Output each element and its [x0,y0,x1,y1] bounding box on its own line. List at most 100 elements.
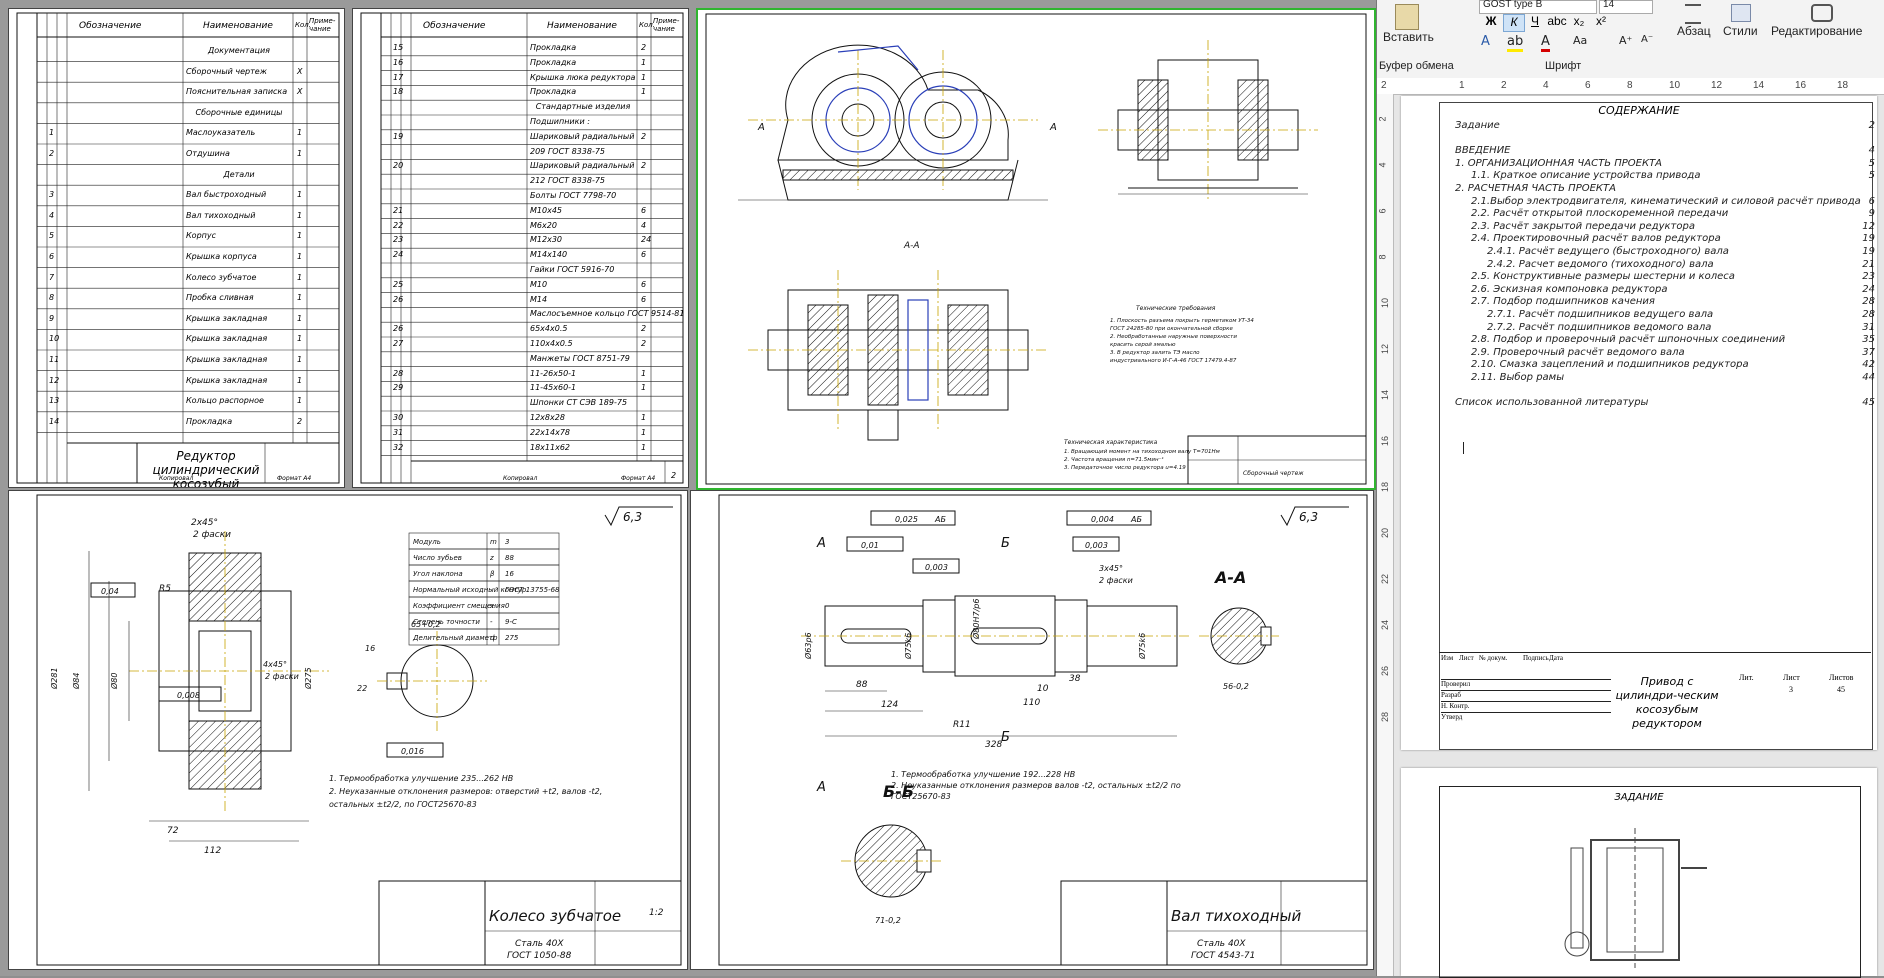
row-name: 65х4х0.5 [530,324,568,334]
table-row: Болты ГОСТ 7798-70 [353,189,688,204]
toc-entry[interactable] [1455,133,1875,146]
toc-entry[interactable] [1455,384,1875,397]
toc-entry[interactable]: 2.2. Расчёт открытой плоскоременной пере… [1455,208,1875,221]
shaft-dim-l5: 38 [1069,674,1081,684]
row-position: 26 [393,324,404,334]
paragraph-button[interactable]: Абзац [1671,4,1717,56]
row-name: 22х14х78 [530,427,571,437]
format-button[interactable]: x₂ [1573,14,1585,28]
toc-entry[interactable]: 2.4.1. Расчёт ведущего (быстроходного) в… [1455,246,1875,259]
ruler-mark: 8 [1627,80,1633,91]
document-page-2[interactable]: ЗАДАНИЕ [1401,768,1877,978]
toc-entry-text: 2.7. Подбор подшипников качения [1471,296,1655,308]
gear-sheet[interactable]: 72 112 2x45° 2 фаски R5 0,04 0,008 Ø281 … [8,490,688,970]
paragraph-label: Абзац [1677,24,1711,38]
format-button[interactable]: Ч [1531,14,1539,28]
toc-entry[interactable]: 1.1. Краткое описание устройства привода… [1455,170,1875,183]
gear-dim-w1: 72 [167,826,179,836]
toc-entry[interactable]: 2. РАСЧЕТНАЯ ЧАСТЬ ПРОЕКТА [1455,183,1875,196]
row-position: 28 [393,368,404,378]
editing-button[interactable]: Редактирование [1765,4,1877,56]
spec-sheet-2[interactable]: Обозначение Наименование Кол. Приме-чани… [352,8,689,488]
row-name: 11-45х60-1 [530,383,577,393]
row-name: Детали [223,169,255,179]
stamp-row-label: Проверил [1441,679,1611,688]
shaft-mark-b-bottom: Б [1001,730,1010,745]
format-button[interactable]: Ж [1485,14,1497,28]
vruler-mark: 28 [1380,711,1391,723]
toc-entry[interactable]: 2.4.2. Расчет ведомого (тихоходного) вал… [1455,259,1875,272]
shaft-dim-d3: Ø80Н7/р6 [971,599,981,640]
row-qty: 1 [641,57,647,67]
font-name-box[interactable]: GOST type B [1479,0,1597,14]
toc-entry[interactable]: 2.5. Конструктивные размеры шестерни и к… [1455,271,1875,284]
toc-entry[interactable]: 2.8. Подбор и проверочный расчёт шпоночн… [1455,334,1875,347]
toc-entry[interactable]: 2.10. Смазка зацеплений и подшипников ре… [1455,359,1875,372]
row-position: 15 [393,43,404,52]
toc-entry[interactable]: 2.4. Проектировочный расчёт валов редукт… [1455,233,1875,246]
shaft-roughness: 6,3 [1299,510,1318,524]
toc-entry-page: 21 [1862,258,1875,270]
row-qty: 1 [641,383,647,393]
shrink-font-icon[interactable]: A⁻ [1641,34,1654,45]
gear-material: Сталь 40Х [515,939,564,949]
format-button[interactable]: abc [1547,14,1567,28]
font-color-icon[interactable]: A [1541,34,1550,52]
param-value: ГОСТ 13755-68 [505,586,560,594]
format-button[interactable]: x² [1596,14,1606,28]
tech-req-line: 1. Плоскость разъема покрыть герметиком … [1110,318,1254,324]
table-row: Стандартные изделия [353,100,688,115]
row-qty: 1 [641,427,647,437]
highlight-icon[interactable]: ab [1507,34,1524,52]
font-size-box[interactable]: 14 [1599,0,1653,14]
toc-entry-page: 5 [1868,157,1875,169]
paste-button[interactable]: Вставить [1383,4,1434,52]
spec2-footer-left: Копировал [503,475,538,482]
shaft-sheet[interactable]: 88 124 328 110 38 10 R11 Ø63р6 Ø75k6 Ø80… [690,490,1374,970]
cad-workspace[interactable]: Обозначение Наименование Кол. Приме-чани… [0,0,1376,976]
row-name: Крышка люка редуктора [530,72,636,82]
row-name: Сборочные единицы [195,107,283,117]
styles-button[interactable]: Стили [1721,4,1761,56]
spec-sheet-1[interactable]: Обозначение Наименование Кол. Приме-чани… [8,8,345,488]
row-position: 1 [49,128,55,138]
gear-note-line: остальных ±t2/2, по ГОСТ25670-83 [329,800,477,809]
paragraph-icon [1685,4,1701,24]
shaft-material: Сталь 40Х [1197,939,1246,949]
vruler-mark: 10 [1380,297,1391,309]
grow-font-icon[interactable]: A⁺ [1619,34,1633,47]
font-name-value: GOST type B [1483,0,1543,10]
shaft-dim-l1: 88 [856,680,868,690]
row-qty: 1 [297,252,303,261]
text-effects-icon[interactable]: A [1481,34,1490,49]
gear-note-line: 1. Термообработка улучшение 235...262 НВ [329,774,513,783]
toc-entry-page: 19 [1862,245,1875,257]
toc-entry[interactable]: 2.1.Выбор электродвигателя, кинематическ… [1455,196,1875,209]
assembly-sheet[interactable]: А-А А А [696,8,1376,490]
stamp-row-label: Утверд [1441,712,1611,721]
gear-drawing: 72 112 2x45° 2 фаски R5 0,04 0,008 Ø281 … [36,494,682,966]
shaft-section-bb: Б-Б [883,782,914,801]
toc-entry-page: 31 [1862,321,1875,333]
format-button[interactable]: К [1503,14,1525,32]
shaft-tol-2-base: АБ [1130,515,1142,524]
change-case-icon[interactable]: Aa [1573,34,1588,47]
toc-entry-text: 2.5. Конструктивные размеры шестерни и к… [1471,271,1735,283]
